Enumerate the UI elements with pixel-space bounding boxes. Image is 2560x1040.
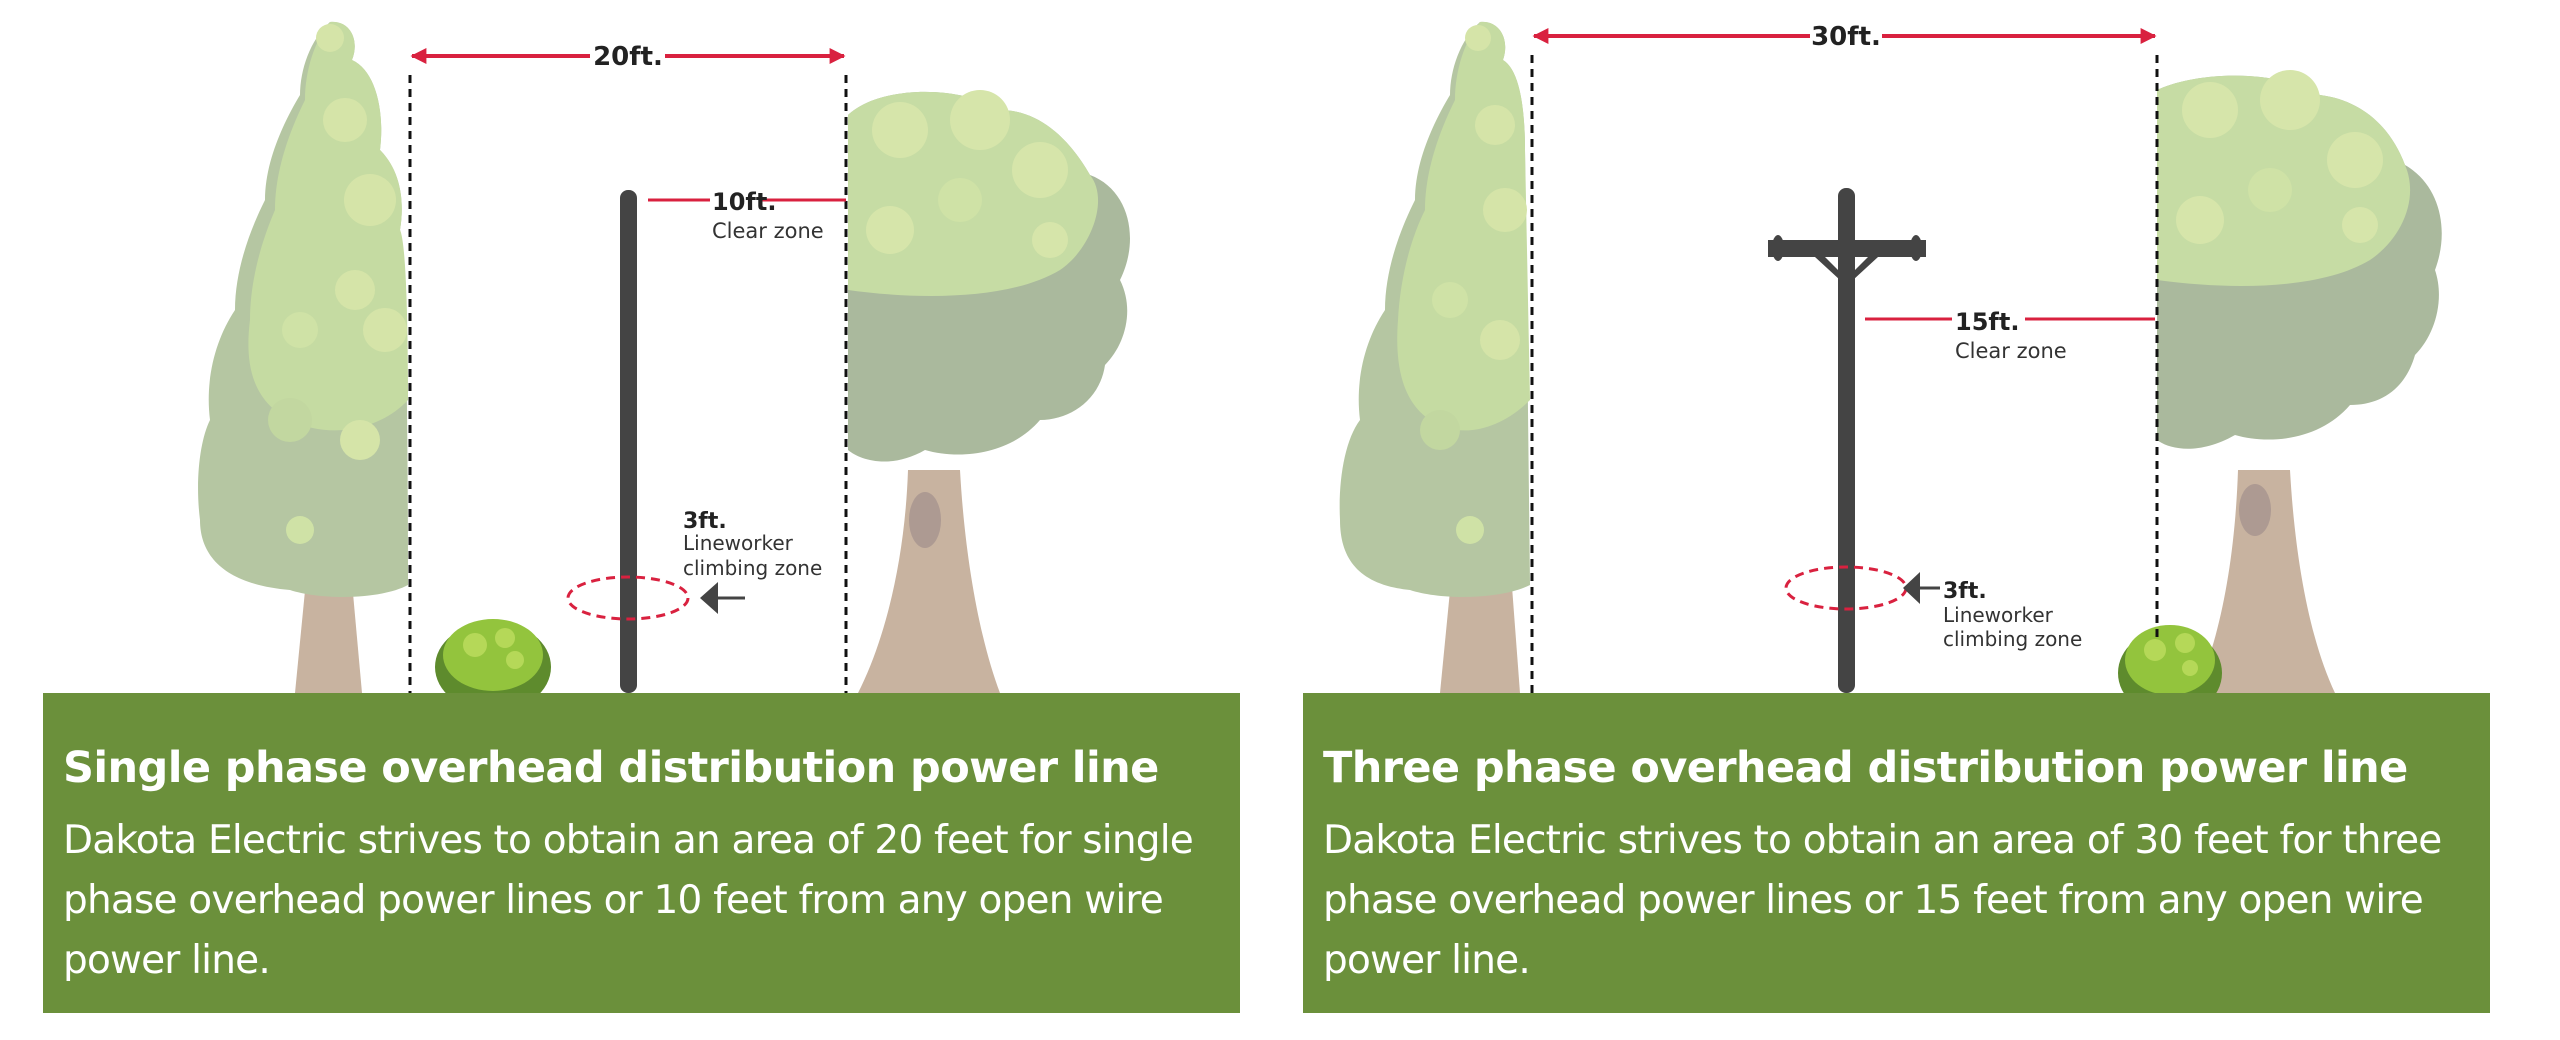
arrow-left-icon: [1903, 572, 1920, 604]
climbing-zone-caption-1: Lineworker: [683, 531, 794, 555]
climbing-zone-caption-2: climbing zone: [1943, 627, 2082, 651]
clear-zone-dimension: 10ft. Clear zone: [648, 188, 846, 243]
card-body: Dakota Electric strives to obtain an are…: [63, 818, 1194, 983]
conifer-tree: [198, 21, 408, 693]
climbing-zone: 3ft. Lineworker climbing zone: [1784, 565, 2082, 651]
clear-zone-dimension: 15ft. Clear zone: [1865, 308, 2155, 363]
bush: [435, 619, 551, 712]
three-phase-info-card: Three phase overhead distribution power …: [1303, 693, 2490, 1013]
clear-zone-distance: 15ft.: [1955, 308, 2019, 336]
total-clearance-label: 20ft.: [593, 42, 663, 72]
card-body: Dakota Electric strives to obtain an are…: [1323, 818, 2442, 983]
single-phase-scene: 20ft. 10ft. Clear zone 3ft. Lineworker c…: [198, 21, 1130, 712]
climbing-zone-ellipse: [566, 575, 690, 621]
climbing-zone-caption-1: Lineworker: [1943, 603, 2054, 627]
clear-zone-caption: Clear zone: [712, 219, 824, 243]
utility-pole: [620, 190, 637, 693]
total-clearance-dimension: 20ft.: [410, 42, 846, 72]
card-title: Three phase overhead distribution power …: [1323, 743, 2408, 793]
deciduous-tree: [848, 90, 1130, 693]
three-phase-scene: 30ft. 15ft. Clear zone 3ft. Lineworker c…: [1339, 21, 2442, 717]
clear-zone-distance: 10ft.: [712, 188, 776, 216]
total-clearance-dimension: 30ft.: [1532, 22, 2157, 52]
deciduous-tree: [2157, 70, 2442, 693]
climbing-zone-distance: 3ft.: [1943, 579, 1987, 604]
utility-pole-crossarm: [1768, 188, 1926, 693]
total-clearance-label: 30ft.: [1811, 22, 1881, 52]
card-title: Single phase overhead distribution power…: [63, 743, 1159, 793]
single-phase-info-card: Single phase overhead distribution power…: [43, 693, 1240, 1013]
arrow-left-icon: [700, 582, 718, 614]
climbing-zone: 3ft. Lineworker climbing zone: [566, 509, 822, 621]
climbing-zone-distance: 3ft.: [683, 509, 727, 534]
conifer-tree: [1339, 21, 1530, 693]
clear-zone-caption: Clear zone: [1955, 339, 2067, 363]
climbing-zone-caption-2: climbing zone: [683, 556, 822, 580]
